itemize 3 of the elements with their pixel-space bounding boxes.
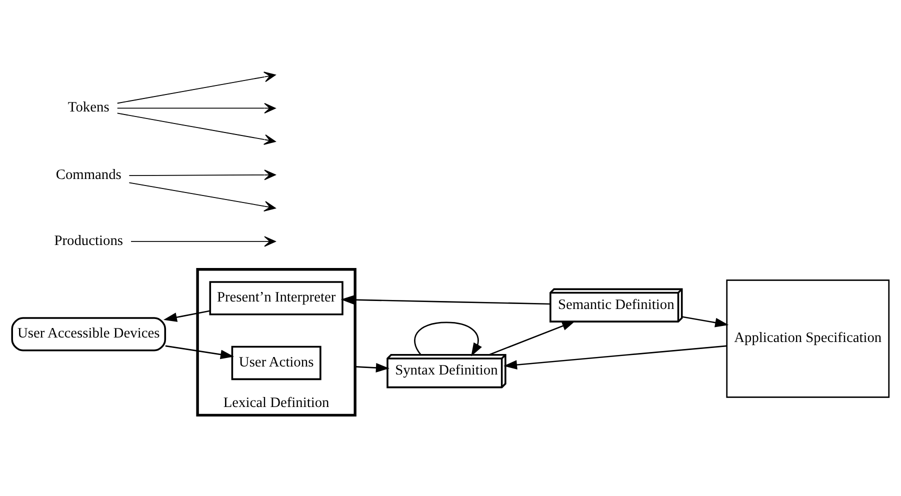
node-text: Commands bbox=[56, 166, 122, 183]
node-text: Productions bbox=[54, 232, 124, 248]
node-text: Tokens bbox=[68, 99, 110, 116]
